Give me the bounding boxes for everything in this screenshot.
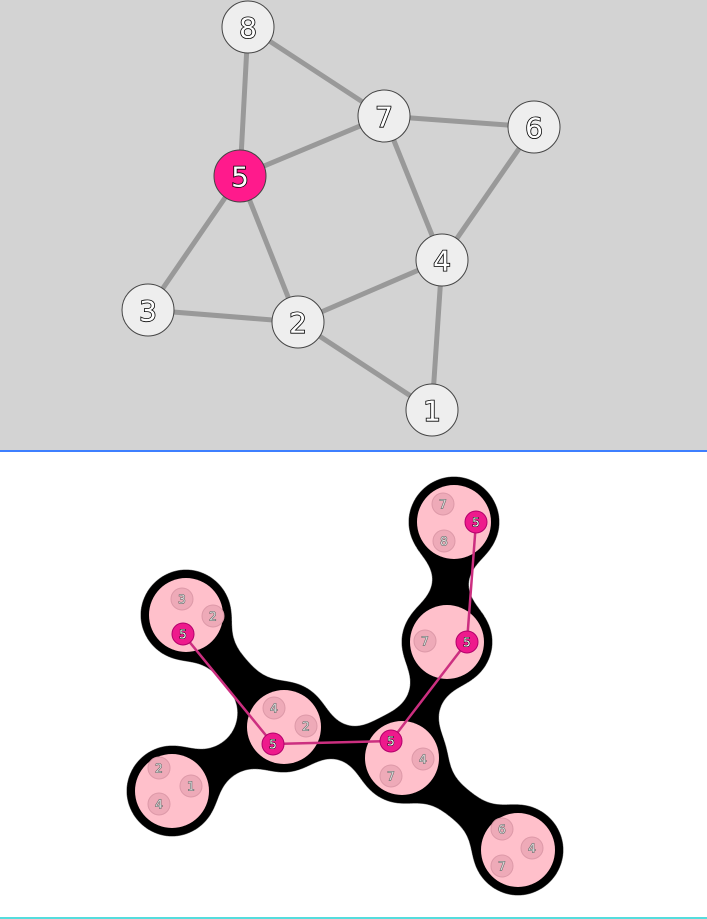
graph-edge-8-7: [245, 24, 387, 119]
graph-node-label: 3: [139, 295, 157, 328]
graph-edge-2-1: [295, 319, 435, 413]
graph-node-circle: [357, 89, 411, 143]
bag-item-circle: [490, 854, 514, 878]
bag-item-circle: [379, 729, 403, 753]
graph-node-label: 2: [289, 307, 307, 340]
bag-item-label: 5: [463, 636, 471, 650]
bag-item-circle: [262, 696, 286, 720]
bag-item-b-358-2: 2: [201, 604, 225, 628]
tree-panel-border: [0, 917, 707, 919]
graph-panel-border: [0, 450, 707, 452]
graph-node-label: 4: [433, 245, 451, 278]
bag-b-57[interactable]: [410, 605, 484, 679]
bag-item-b-124-1: 1: [179, 774, 203, 798]
bag-item-b-457-7: 7: [379, 764, 403, 788]
bag-items: 3 2 5 4 2 5 2 1 4 5 4 7 7 5 7 5 8 6 4 7: [147, 492, 544, 878]
bag-item-label: 7: [387, 770, 395, 784]
bag-item-circle: [294, 714, 318, 738]
bag-item-circle: [411, 747, 435, 771]
graph-node-3[interactable]: 3: [121, 283, 175, 337]
bag-b-358[interactable]: [149, 578, 223, 652]
graph-node-label: 1: [423, 395, 441, 428]
bag-item-label: 7: [498, 860, 506, 874]
bag-item-b-124-2: 2: [147, 756, 171, 780]
bag-item-b-57-7: 7: [413, 629, 437, 653]
graph-node-2[interactable]: 2: [271, 295, 325, 349]
graph-node-circle: [221, 0, 275, 54]
bag-item-circle: [179, 774, 203, 798]
bag-item-label: 6: [498, 823, 506, 837]
tree-background: [0, 452, 707, 919]
graph-node-1[interactable]: 1: [405, 383, 459, 437]
bag-item-circle: [455, 630, 479, 654]
graph-node-label: 7: [375, 101, 393, 134]
graph-node-label: 6: [525, 112, 543, 145]
bag-item-circle: [170, 587, 194, 611]
bag-item-label: 7: [439, 498, 447, 512]
graph-edge-6-4: [439, 124, 537, 263]
graph-node-circle: [213, 149, 267, 203]
bag-item-b-457-5: 5: [379, 729, 403, 753]
bag-item-label: 5: [269, 738, 277, 752]
bag-item-b-358-3: 3: [170, 587, 194, 611]
bag-item-circle: [464, 510, 488, 534]
graph-node-circle: [121, 283, 175, 337]
graph-node-circle: [271, 295, 325, 349]
graph-node-4[interactable]: 4: [415, 233, 469, 287]
bag-item-circle: [171, 622, 195, 646]
bag-item-circle: [520, 836, 544, 860]
graph-node-circle: [415, 233, 469, 287]
graph-background: [0, 0, 707, 452]
bag-item-b-245-4: 4: [262, 696, 286, 720]
graph-node-label: 8: [239, 12, 257, 45]
graph-node-7[interactable]: 7: [357, 89, 411, 143]
bag-item-b-57-5: 5: [455, 630, 479, 654]
bag-item-b-467-4: 4: [520, 836, 544, 860]
bag-item-b-467-7: 7: [490, 854, 514, 878]
bag-item-label: 1: [187, 780, 195, 794]
bag-item-label: 8: [440, 535, 448, 549]
bag-item-label: 4: [528, 842, 536, 856]
graph-node-5[interactable]: 5: [213, 149, 267, 203]
bag-item-b-245-2: 2: [294, 714, 318, 738]
bag-item-circle: [432, 529, 456, 553]
tree-decomposition-panel: 3 2 5 4 2 5 2 1 4 5 4 7 7 5 7 5 8 6 4 7: [0, 452, 707, 919]
bag-item-b-578-7: 7: [431, 492, 455, 516]
graph-node-8[interactable]: 8: [221, 0, 275, 54]
bag-item-label: 3: [178, 593, 186, 607]
bag-item-label: 4: [419, 753, 427, 767]
bag-item-label: 4: [155, 798, 163, 812]
bag-item-circle: [490, 817, 514, 841]
bag-item-circle: [413, 629, 437, 653]
bag-item-circle: [147, 792, 171, 816]
graph-node-label: 5: [231, 161, 249, 194]
bag-item-label: 2: [155, 762, 163, 776]
bag-item-circle: [147, 756, 171, 780]
graph-edge-5-3: [145, 173, 243, 313]
graph-node-circle: [405, 383, 459, 437]
bag-item-label: 5: [472, 516, 480, 530]
bag-item-b-457-4: 4: [411, 747, 435, 771]
bag-item-circle: [261, 732, 285, 756]
bag-item-b-124-4: 4: [147, 792, 171, 816]
bag-item-label: 2: [302, 720, 310, 734]
bag-item-b-467-6: 6: [490, 817, 514, 841]
bag-item-label: 5: [387, 735, 395, 749]
bag-item-b-578-8: 8: [432, 529, 456, 553]
bag-item-b-578-5: 5: [464, 510, 488, 534]
graph-nodes: 1 2 3 4 5 6 7 8: [121, 0, 561, 437]
bag-item-b-245-5: 5: [261, 732, 285, 756]
bag-item-circle: [379, 764, 403, 788]
bag-item-label: 7: [421, 635, 429, 649]
bag-item-b-358-5: 5: [171, 622, 195, 646]
bag-item-label: 2: [209, 610, 217, 624]
graph-node-circle: [507, 100, 561, 154]
bag-item-label: 4: [270, 702, 278, 716]
graph-node-6[interactable]: 6: [507, 100, 561, 154]
bag-item-circle: [201, 604, 225, 628]
graph-panel: 1 2 3 4 5 6 7 8: [0, 0, 707, 452]
bag-item-circle: [431, 492, 455, 516]
bag-item-label: 5: [179, 628, 187, 642]
